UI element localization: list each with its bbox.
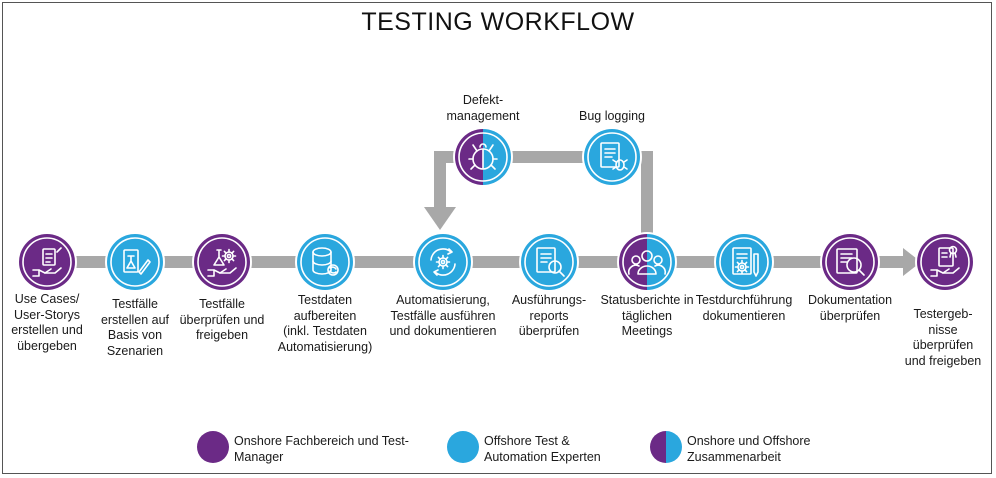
workflow-nodes (17, 127, 975, 292)
loop-label-2: Bug logging (578, 109, 646, 123)
step-node-8 (714, 232, 774, 292)
offshore-disc (107, 234, 163, 290)
step-label-2: Testfälle erstellen auf Basis von Szenar… (100, 297, 170, 358)
onshore-disc (822, 234, 878, 290)
hand-certificate-icon (930, 245, 960, 277)
inner-ring (920, 237, 970, 287)
loop-arrowhead (424, 207, 456, 230)
inner-ring (719, 237, 769, 287)
step-node-3 (192, 232, 252, 292)
inner-ring (110, 237, 160, 287)
legend-label-both: Onshore und Offshore Zusammenarbeit (687, 434, 811, 464)
hand-flask-gear-icon (207, 248, 237, 277)
cycle-gear-icon (430, 248, 456, 276)
step-node-2 (105, 232, 165, 292)
flask-pencil-icon (123, 249, 151, 275)
step-label-9: Dokumentation überprüfen (807, 293, 893, 323)
step-node-9 (820, 232, 880, 292)
legend-swatch-onshore (197, 431, 229, 463)
step-node-5 (413, 232, 473, 292)
step-node-7 (617, 232, 677, 292)
offshore-disc (521, 234, 577, 290)
step-label-1: Use Cases/ User-Storys erstellen und übe… (11, 292, 83, 353)
inner-ring (418, 237, 468, 287)
offshore-disc (415, 234, 471, 290)
step-node-6 (519, 232, 579, 292)
legend-label-offshore: Offshore Test & Automation Experten (484, 434, 601, 464)
step-node-1 (17, 232, 77, 292)
document-magnifier-icon (836, 248, 865, 276)
loop-node-1 (453, 127, 513, 187)
step-label-5: Automatisierung, Testfälle ausführen und… (389, 293, 497, 338)
document-bug-icon (600, 142, 628, 171)
step-label-3: Testfälle überprüfen und freigeben (179, 297, 265, 342)
inner-ring (587, 132, 637, 182)
feedback-loop-line (434, 151, 653, 262)
database-refresh-icon (312, 247, 339, 276)
page-title: TESTING WORKFLOW (361, 8, 635, 36)
offshore-half (483, 129, 511, 185)
bug-icon (468, 143, 498, 170)
inner-ring (524, 237, 574, 287)
legend-swatch-offshore (447, 431, 479, 463)
step-node-4 (295, 232, 355, 292)
legend-swatch-both (650, 431, 682, 463)
loop-node-2 (582, 127, 642, 187)
report-magnifier-icon (536, 247, 565, 277)
step-node-10 (915, 232, 975, 292)
onshore-disc (917, 234, 973, 290)
step-label-10: Testergeb- nisse überprüfen und freigebe… (904, 307, 982, 368)
inner-ring (22, 237, 72, 287)
hand-document-icon (32, 247, 62, 277)
flow-arrowhead (903, 248, 921, 276)
loop-label-1: Defekt- management (446, 93, 520, 123)
step-label-8: Testdurchführung dokumentieren (695, 293, 793, 323)
offshore-disc (716, 234, 772, 290)
step-label-7: Statusberichte in täglichen Meetings (600, 293, 694, 338)
legend-label-onshore: Onshore Fachbereich und Test- Manager (234, 434, 409, 464)
offshore-disc (297, 234, 353, 290)
inner-ring (458, 132, 508, 182)
onshore-half (455, 129, 483, 185)
step-label-6: Ausführungs- reports überprüfen (511, 293, 587, 338)
inner-ring (197, 237, 247, 287)
step-label-4: Testdaten aufbereiten (inkl. Testdaten A… (277, 293, 373, 354)
document-gear-pencil-icon (732, 247, 759, 277)
inner-ring (300, 237, 350, 287)
inner-ring (825, 237, 875, 287)
inner-ring (622, 237, 672, 287)
team-icon (627, 250, 667, 275)
